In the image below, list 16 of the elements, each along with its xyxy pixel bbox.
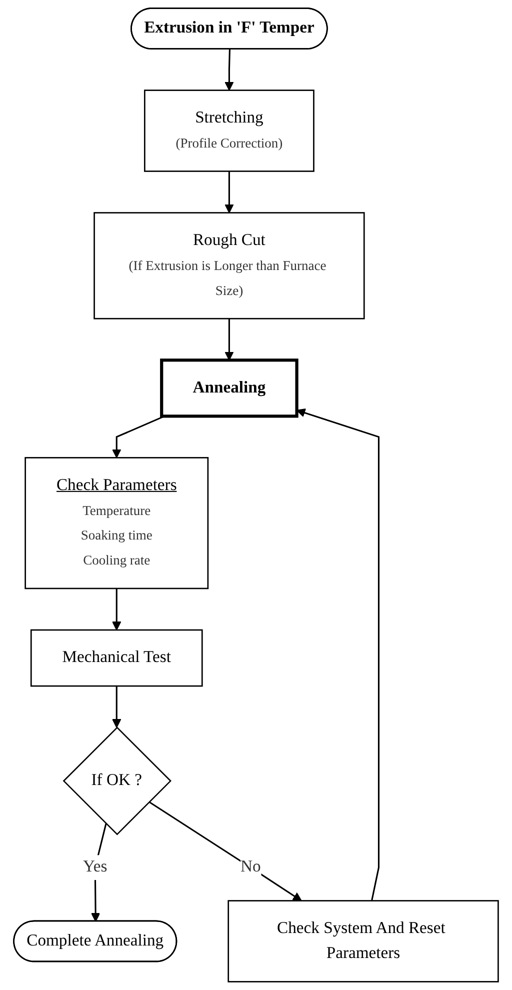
arrow: [112, 686, 122, 728]
arrow: [224, 318, 234, 361]
node-box: Mechanical Test: [30, 629, 203, 687]
node-box: Stretching (Profile Correction): [144, 90, 314, 172]
edge-label: Yes: [83, 858, 108, 876]
node-box: Annealing: [160, 358, 298, 418]
arrow: [296, 408, 380, 901]
node-diamond: If OK ?: [62, 726, 172, 836]
node-box: Check Parameters Temperature Soaking time Cooling rate: [24, 457, 209, 590]
edge-label: No: [240, 858, 261, 876]
arrow: [224, 171, 234, 214]
arrow: [148, 801, 302, 902]
node-box: Rough Cut (If Extrusion is Longer than Furnace Size): [94, 212, 365, 320]
arrow: [112, 588, 122, 630]
arrow: [224, 49, 234, 91]
node-box: Check System And Reset Parameters: [228, 900, 499, 982]
